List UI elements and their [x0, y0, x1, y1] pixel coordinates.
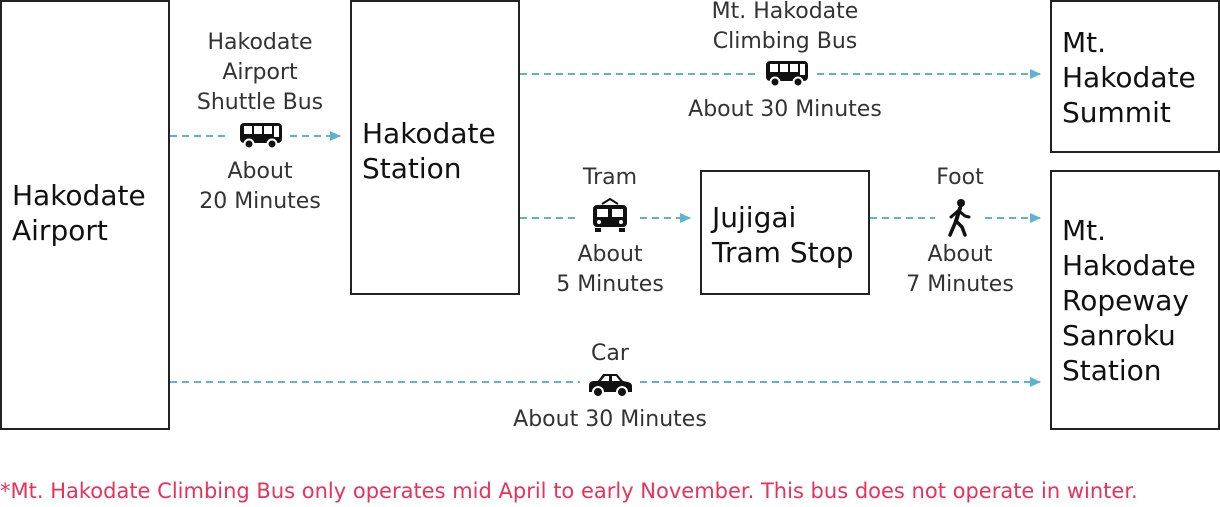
- car-icon: [585, 370, 635, 400]
- node-hakodate-station-label: Hakodate Station: [362, 117, 496, 185]
- foot-mode-label: Foot: [936, 165, 984, 190]
- tram-mode-label: Tram: [582, 165, 638, 190]
- node-jujigai-tram-stop: Jujigai Tram Stop: [700, 170, 870, 295]
- node-hakodate-airport-label: Hakodate Airport: [12, 179, 146, 247]
- tram-time-label: About 5 Minutes: [556, 242, 664, 297]
- shuttle-time-label: About 20 Minutes: [199, 159, 321, 214]
- climbing-bus-mode-label: Mt. Hakodate Climbing Bus: [711, 0, 859, 54]
- shuttle-mode-label: Hakodate Airport Shuttle Bus: [196, 30, 324, 115]
- foot-time-label: About 7 Minutes: [906, 242, 1014, 297]
- tram-icon: [588, 198, 632, 234]
- climbing-bus-footnote: *Mt. Hakodate Climbing Bus only operates…: [0, 479, 1138, 503]
- node-ropeway-sanroku-station-label: Mt. Hakodate Ropeway Sanroku Station: [1062, 214, 1196, 387]
- node-hakodate-airport: Hakodate Airport: [0, 0, 170, 430]
- climbing-bus-time-label: About 30 Minutes: [688, 97, 882, 122]
- bus-icon: [763, 59, 811, 89]
- node-mt-hakodate-summit: Mt. Hakodate Summit: [1050, 0, 1220, 153]
- walking-person-icon: [942, 198, 978, 238]
- car-time-label: About 30 Minutes: [513, 407, 707, 432]
- car-mode-label: Car: [591, 341, 629, 366]
- node-ropeway-sanroku-station: Mt. Hakodate Ropeway Sanroku Station: [1050, 170, 1220, 430]
- node-mt-hakodate-summit-label: Mt. Hakodate Summit: [1062, 26, 1196, 129]
- bus-icon: [237, 121, 285, 151]
- node-hakodate-station: Hakodate Station: [350, 0, 520, 295]
- node-jujigai-tram-stop-label: Jujigai Tram Stop: [712, 201, 854, 269]
